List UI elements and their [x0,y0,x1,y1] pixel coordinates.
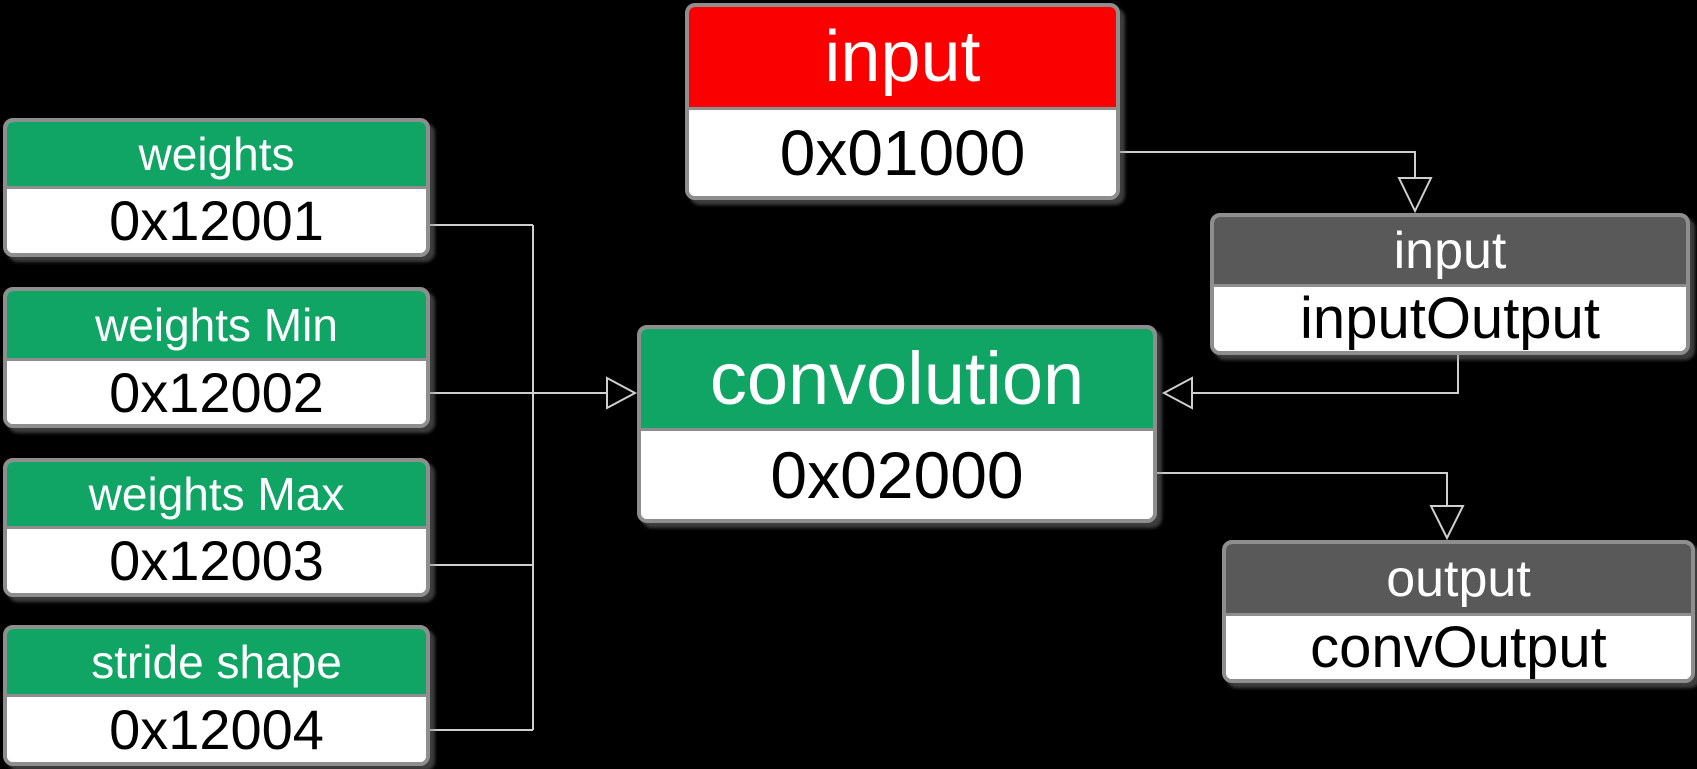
node-weights-max-body: 0x12003 [7,526,426,593]
node-convolution-value: 0x02000 [770,438,1024,512]
node-weights-header: weights [7,122,426,186]
node-stride-shape: stride shape 0x12004 [3,625,430,766]
node-output-memory-title: output [1386,549,1531,608]
node-weights-min-value: 0x12002 [109,360,324,424]
node-output-memory-header: output [1226,544,1691,613]
connector-convolution-to-output [1157,472,1448,506]
node-output-memory-body: convOutput [1226,613,1691,679]
connector-input-to-inputoutput [1120,151,1416,178]
node-stride-shape-header: stride shape [7,629,426,694]
node-input-memory-body: inputOutput [1214,284,1686,351]
arrowhead-into-inputoutput-top [1397,177,1433,214]
node-convolution-header: convolution [641,329,1153,428]
node-input-title: input [824,17,981,97]
node-weights-max-header: weights Max [7,462,426,526]
arrowhead-into-convolution-left [606,376,638,410]
node-weights-max: weights Max 0x12003 [3,458,430,597]
node-convolution-title: convolution [709,336,1085,420]
connector-inputoutput-to-convolution [1192,355,1459,394]
node-weights-min: weights Min 0x12002 [3,287,430,428]
node-convolution: convolution 0x02000 [637,325,1157,523]
node-weights-max-value: 0x12003 [109,529,324,592]
node-weights-title: weights [138,128,295,180]
node-stride-shape-body: 0x12004 [7,694,426,762]
node-input-header: input [689,7,1116,107]
node-weights-min-body: 0x12002 [7,358,426,424]
node-input-value: 0x01000 [779,117,1026,189]
node-input-memory-value: inputOutput [1300,286,1600,351]
node-weights-body: 0x12001 [7,186,426,253]
node-weights: weights 0x12001 [3,118,430,257]
node-weights-min-header: weights Min [7,291,426,358]
node-input-memory-header: input [1214,217,1686,284]
node-output-memory-value: convOutput [1310,614,1607,680]
node-input-memory-title: input [1393,221,1507,280]
arrowhead-into-output-top [1429,505,1465,541]
node-stride-shape-value: 0x12004 [109,697,324,761]
node-input-memory: input inputOutput [1210,213,1690,355]
arrowhead-into-convolution-right [1161,376,1193,410]
node-weights-min-title: weights Min [95,298,338,351]
node-input-body: 0x01000 [689,107,1116,196]
node-weights-max-title: weights Max [88,468,345,520]
node-stride-shape-title: stride shape [91,635,342,688]
node-input: input 0x01000 [685,3,1120,200]
node-convolution-body: 0x02000 [641,428,1153,519]
node-output-memory: output convOutput [1222,540,1695,683]
node-weights-value: 0x12001 [109,189,324,252]
